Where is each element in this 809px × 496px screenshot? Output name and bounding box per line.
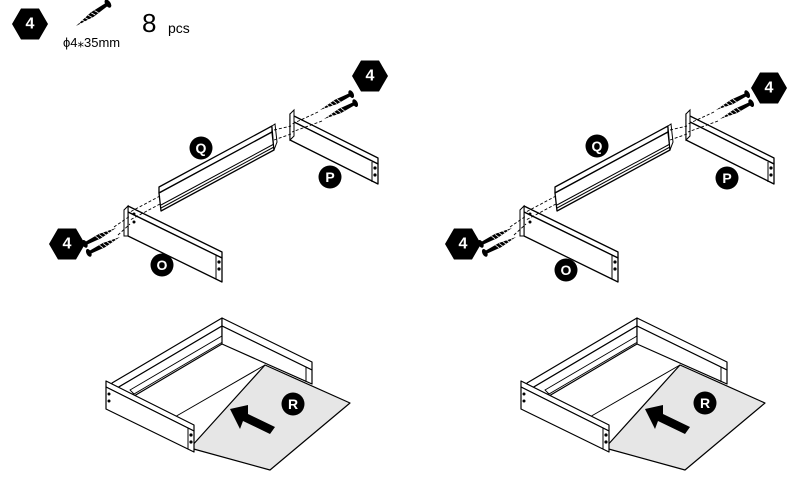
part-label-q-right: Q [585, 134, 609, 158]
screw-badge-top-left: 4 [352, 60, 388, 92]
svg-text:4: 4 [366, 68, 375, 85]
svg-text:4: 4 [459, 236, 468, 253]
svg-text:Q: Q [196, 140, 207, 156]
svg-text:4: 4 [765, 80, 774, 97]
screw-quantity: 8 [142, 8, 157, 38]
part-label-o-right: O [554, 258, 578, 282]
svg-text:R: R [288, 396, 298, 412]
part-label-o-left: O [150, 253, 174, 277]
svg-text:R: R [700, 395, 710, 411]
svg-text:P: P [722, 170, 731, 186]
screw-icon [76, 0, 112, 26]
svg-text:Q: Q [592, 138, 603, 154]
screw-badge-top-right: 4 [751, 72, 787, 104]
part-label-r-right: R [693, 391, 717, 415]
part-label-p-right: P [715, 166, 739, 190]
svg-text:4: 4 [63, 236, 72, 253]
svg-text:O: O [157, 257, 168, 273]
part-label-p-left: P [318, 165, 342, 189]
assembled-view-right [520, 317, 766, 471]
screw-size-label: ϕ4⁎35mm [63, 35, 121, 50]
header-badge-label: 4 [26, 16, 35, 33]
screw-badge-bottom-left: 4 [49, 228, 85, 260]
svg-text:O: O [561, 262, 572, 278]
part-label-q-left: Q [189, 136, 213, 160]
assembled-view-left [105, 317, 351, 471]
screw-badge-bottom-right: 4 [445, 228, 481, 260]
hexagon-badge-icon: 4 [12, 8, 48, 40]
svg-text:P: P [325, 169, 334, 185]
part-label-r-left: R [281, 392, 305, 416]
screw-unit: pcs [168, 20, 190, 36]
